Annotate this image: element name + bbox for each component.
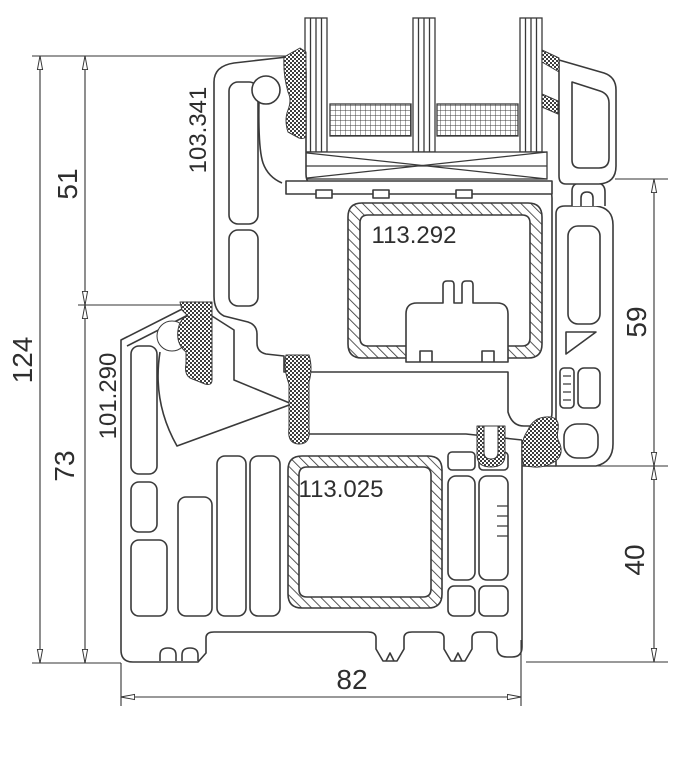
sash-steel-reinforcement xyxy=(347,202,543,359)
setting-block xyxy=(297,151,548,180)
part-label-frame-steel: 113.025 xyxy=(299,476,384,503)
frame-outer-seal xyxy=(177,301,213,385)
glass-pane-2 xyxy=(412,17,436,153)
frame-clip-hook xyxy=(571,182,606,206)
glazing-gasket-right-upper xyxy=(541,49,560,73)
glazing-spacer-bar-2 xyxy=(436,103,519,137)
part-label-frame: 101.290 xyxy=(95,353,122,440)
frame-right-cheek xyxy=(555,205,614,467)
part-label-sash: 103.341 xyxy=(185,87,212,174)
frame-inner-diagonal xyxy=(157,351,293,447)
frame-foot-notches xyxy=(385,652,463,662)
sash-hardware-groove xyxy=(405,280,509,363)
dimension-lines xyxy=(32,55,668,706)
frame-outer-contour xyxy=(120,301,523,663)
labels: 124 51 73 59 40 82 103.341 101.290 113.2… xyxy=(7,87,652,695)
frame-comb-detail xyxy=(497,375,571,537)
dim-51-label: 51 xyxy=(52,168,83,199)
glass-pane-1 xyxy=(304,17,328,153)
frame-top-surface xyxy=(195,301,523,441)
center-seal xyxy=(284,354,312,445)
glazing-unit xyxy=(297,17,548,180)
glazing-spacer-bar-1 xyxy=(329,103,412,137)
sash-profile xyxy=(213,55,553,427)
sash-rebate-wall xyxy=(258,99,283,184)
frame-chambers xyxy=(130,225,601,617)
frame-ledge-gasket xyxy=(521,416,562,468)
sash-chambers xyxy=(228,81,259,307)
dim-59-label: 59 xyxy=(621,306,652,337)
glazing-shelf xyxy=(285,180,553,199)
glazing-gasket-left xyxy=(283,47,307,139)
glazing-gasket-right-lower xyxy=(541,93,559,115)
frame-clip-hook-slot xyxy=(580,191,594,206)
glazing-bead-chamber xyxy=(571,81,610,169)
part-label-sash-steel: 113.292 xyxy=(372,222,457,249)
dim-40-label: 40 xyxy=(619,544,650,575)
gaskets xyxy=(156,47,562,468)
sash-groove-feet xyxy=(419,350,495,362)
sash-gasket-bulb xyxy=(251,75,281,105)
dim-124-label: 124 xyxy=(7,337,38,384)
glass-pane-3 xyxy=(519,17,543,153)
dim-73-label: 73 xyxy=(49,450,80,481)
frame-steel-reinforcement xyxy=(287,455,443,609)
frame-foot-fork xyxy=(159,647,199,661)
sash-bottom-gasket xyxy=(476,425,506,468)
dim-82-label: 82 xyxy=(336,664,367,695)
glazing-bead xyxy=(558,59,617,185)
frame-profile xyxy=(120,182,614,663)
